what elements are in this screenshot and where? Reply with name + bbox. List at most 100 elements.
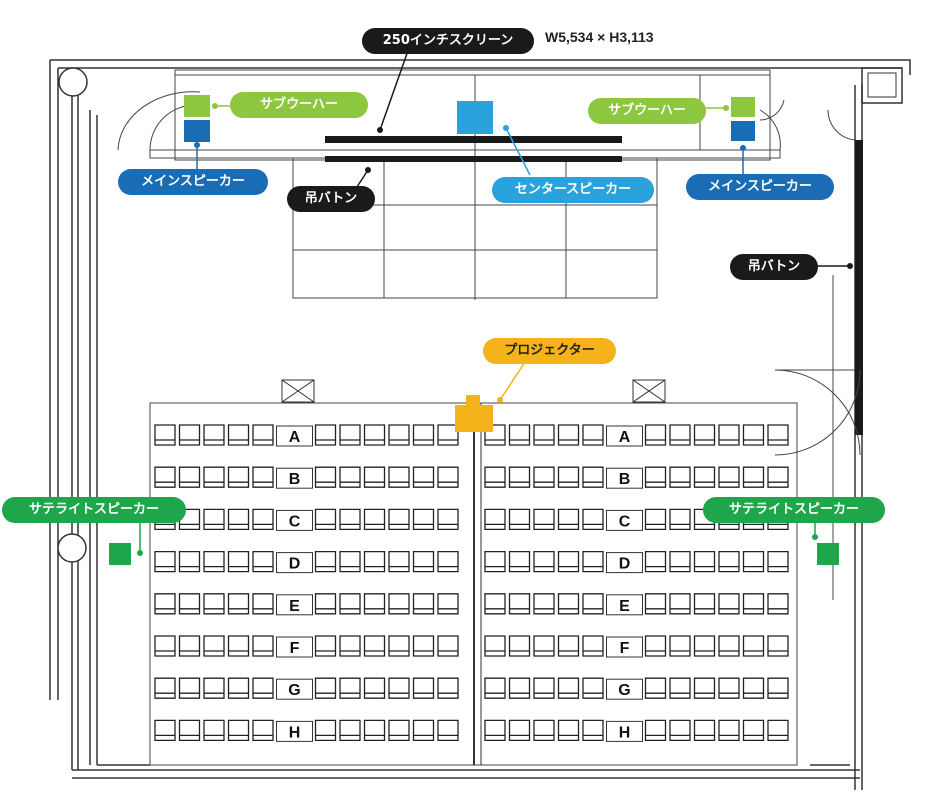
seat <box>508 677 531 699</box>
seat <box>437 424 459 446</box>
seat <box>178 719 201 742</box>
seat <box>412 677 435 699</box>
pillar-top-right <box>861 67 903 104</box>
seat <box>154 466 176 488</box>
row-label-box <box>606 678 643 700</box>
seat <box>227 550 250 573</box>
seat <box>693 719 716 742</box>
seat <box>508 550 531 573</box>
seat <box>484 550 506 573</box>
seat <box>339 635 361 657</box>
seat <box>557 424 580 446</box>
seat <box>533 719 555 742</box>
seat <box>767 719 789 742</box>
seat <box>178 550 201 573</box>
main-speaker-left <box>184 120 210 142</box>
seat <box>203 508 225 531</box>
seat <box>252 719 274 742</box>
seat <box>437 635 459 657</box>
seat <box>742 593 765 615</box>
seat <box>203 593 225 615</box>
seat <box>314 508 337 531</box>
seat <box>669 635 691 657</box>
seat <box>533 635 555 657</box>
seat <box>718 466 740 488</box>
seat <box>742 424 765 446</box>
main-speaker-right-label: メインスピーカー <box>686 174 834 200</box>
seat <box>314 635 337 657</box>
seat <box>437 593 459 615</box>
seat <box>339 550 361 573</box>
seat <box>412 635 435 657</box>
subwoofer-right <box>731 97 755 117</box>
seat <box>388 424 410 446</box>
subwoofer-right-label: サブウーハー <box>588 98 706 124</box>
seat <box>767 635 789 657</box>
seat <box>557 593 580 615</box>
seat <box>718 550 740 573</box>
seat <box>767 466 789 488</box>
pillar-left <box>57 533 87 563</box>
seat <box>669 719 691 742</box>
seat <box>252 466 274 488</box>
seat <box>693 677 716 699</box>
row-label: C <box>289 513 301 530</box>
batten-side-label: 吊バトン <box>730 254 818 280</box>
center-speaker-label: センタースピーカー <box>492 177 654 203</box>
seat <box>533 677 555 699</box>
seat <box>669 508 691 531</box>
row-label-box <box>606 720 643 742</box>
row-label: H <box>619 724 631 741</box>
seat <box>693 550 716 573</box>
seat <box>437 719 459 742</box>
seat <box>557 635 580 657</box>
row-label: G <box>618 682 630 699</box>
row-label: D <box>289 556 301 573</box>
seat <box>437 677 459 699</box>
seat <box>644 466 667 488</box>
seat <box>339 466 361 488</box>
row-label-box <box>276 467 313 489</box>
seat <box>669 424 691 446</box>
seat <box>412 508 435 531</box>
row-label: A <box>289 429 301 446</box>
seat <box>718 593 740 615</box>
seat <box>314 593 337 615</box>
seat <box>557 466 580 488</box>
row-label-box <box>276 509 313 531</box>
seat <box>669 466 691 488</box>
satellite-left-label: サテライトスピーカー <box>2 497 186 523</box>
seat <box>154 719 176 742</box>
screen-bar <box>325 136 622 143</box>
seat <box>508 635 531 657</box>
row-label-box <box>606 594 643 616</box>
seat <box>582 677 604 699</box>
seat <box>203 550 225 573</box>
seat <box>767 593 789 615</box>
seat <box>437 550 459 573</box>
seat <box>227 424 250 446</box>
seat <box>557 677 580 699</box>
seat <box>388 466 410 488</box>
seat <box>644 677 667 699</box>
projector-label: プロジェクター <box>483 338 616 364</box>
seat <box>154 424 176 446</box>
main-speaker-left-label: メインスピーカー <box>118 169 268 195</box>
row-label: F <box>620 640 630 657</box>
satellite-speaker-left <box>109 543 131 565</box>
seat <box>557 508 580 531</box>
seat <box>533 466 555 488</box>
seat <box>693 424 716 446</box>
seat <box>363 550 386 573</box>
seat <box>154 593 176 615</box>
seat <box>742 677 765 699</box>
seat <box>227 635 250 657</box>
row-label: G <box>288 682 300 699</box>
seat <box>412 719 435 742</box>
row-label: C <box>619 513 631 530</box>
screen-dimensions: W5,534 × H3,113 <box>545 29 654 45</box>
seat <box>533 593 555 615</box>
row-label: B <box>289 471 301 488</box>
seat <box>339 677 361 699</box>
